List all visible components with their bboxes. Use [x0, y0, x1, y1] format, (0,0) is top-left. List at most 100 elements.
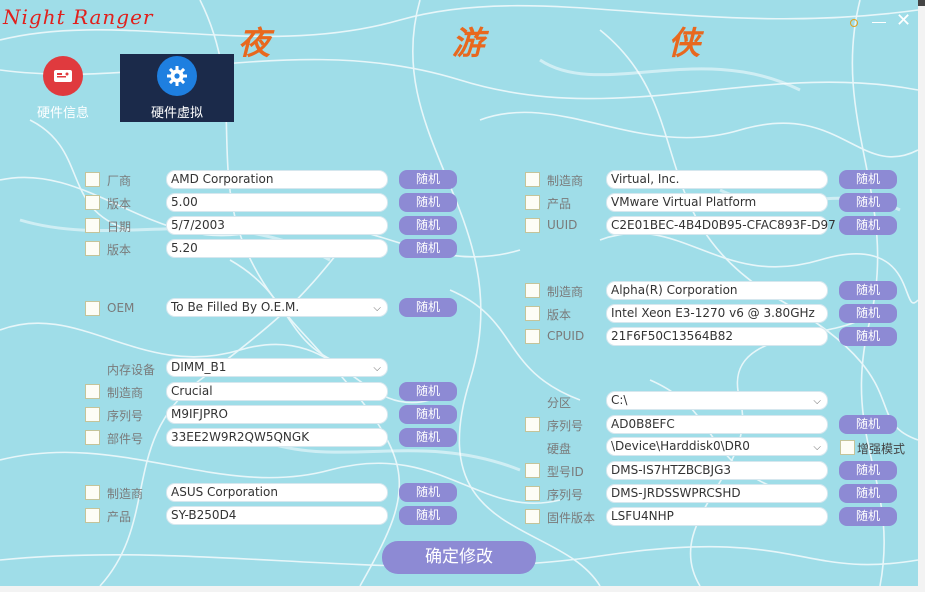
- disk-model-checkbox[interactable]: [525, 463, 540, 478]
- disk-serial2-label: 序列号: [547, 488, 584, 502]
- gear-icon: [157, 56, 197, 96]
- board-product-label: 产品: [107, 510, 132, 524]
- random-button[interactable]: 随机: [839, 327, 897, 346]
- memory-part-checkbox[interactable]: [85, 430, 100, 445]
- random-button[interactable]: 随机: [399, 193, 457, 212]
- minimize-icon[interactable]: [872, 22, 886, 23]
- random-button[interactable]: 随机: [399, 506, 457, 525]
- random-button[interactable]: 随机: [839, 461, 897, 480]
- random-button[interactable]: 随机: [399, 382, 457, 401]
- disk-firmware-checkbox[interactable]: [525, 509, 540, 524]
- disk-serial-label: 序列号: [547, 419, 584, 433]
- system-manufacturer-checkbox[interactable]: [525, 172, 540, 187]
- memory-serial-field[interactable]: M9IFJPRO: [166, 405, 388, 424]
- board-product-field[interactable]: SY-B250D4: [166, 506, 388, 525]
- hdd-value: \Device\Harddisk0\DR0: [611, 439, 750, 453]
- system-manufacturer-label: 制造商: [547, 174, 584, 188]
- bios-version2-field[interactable]: 5.20: [166, 239, 388, 258]
- close-icon[interactable]: ✕: [896, 10, 912, 31]
- random-button[interactable]: 随机: [839, 281, 897, 300]
- cpu-version-label: 版本: [547, 308, 572, 322]
- system-product-checkbox[interactable]: [525, 195, 540, 210]
- cpu-id-label: CPUID: [547, 329, 585, 343]
- random-button[interactable]: 随机: [399, 239, 457, 258]
- tab-hardware-info[interactable]: 硬件信息: [6, 54, 120, 122]
- random-button[interactable]: 随机: [839, 415, 897, 434]
- tab-label: 硬件虚拟: [150, 106, 203, 121]
- memory-device-label: 内存设备: [107, 363, 156, 377]
- disk-serial2-field[interactable]: DMS-JRDSSWPRCSHD: [606, 484, 828, 503]
- partition-select[interactable]: C:\ ⌵: [606, 391, 828, 410]
- cpu-version-field[interactable]: Intel Xeon E3-1270 v6 @ 3.80GHz: [606, 304, 828, 323]
- disk-serial2-checkbox[interactable]: [525, 486, 540, 501]
- system-uuid-field[interactable]: C2E01BEC-4B4D0B95-CFAC893F-D97: [606, 216, 836, 235]
- random-button[interactable]: 随机: [839, 193, 897, 212]
- bios-date-checkbox[interactable]: [85, 218, 100, 233]
- oem-label: OEM: [107, 301, 135, 315]
- system-uuid-checkbox[interactable]: [525, 218, 540, 233]
- partition-value: C:\: [611, 393, 628, 407]
- system-manufacturer-field[interactable]: Virtual, Inc.: [606, 170, 828, 189]
- hdd-label: 硬盘: [547, 442, 572, 456]
- system-product-field[interactable]: VMware Virtual Platform: [606, 193, 828, 212]
- enhance-mode-label: 增强模式: [857, 442, 906, 456]
- random-button[interactable]: 随机: [839, 507, 897, 526]
- title-char-2: 游: [452, 24, 485, 62]
- bios-version2-checkbox[interactable]: [85, 241, 100, 256]
- random-button[interactable]: 随机: [839, 484, 897, 503]
- cpu-manufacturer-checkbox[interactable]: [525, 283, 540, 298]
- random-button[interactable]: 随机: [399, 216, 457, 235]
- partition-label: 分区: [547, 396, 572, 410]
- board-product-checkbox[interactable]: [85, 508, 100, 523]
- cpu-manufacturer-label: 制造商: [547, 285, 584, 299]
- system-product-label: 产品: [547, 197, 572, 211]
- bios-version-label: 版本: [107, 197, 132, 211]
- memory-device-select[interactable]: DIMM_B1 ⌵: [166, 358, 388, 377]
- board-manufacturer-checkbox[interactable]: [85, 485, 100, 500]
- memory-part-field[interactable]: 33EE2W9R2QW5QNGK: [166, 428, 388, 447]
- bios-date-field[interactable]: 5/7/2003: [166, 216, 388, 235]
- bios-version2-label: 版本: [107, 243, 132, 257]
- bios-version-checkbox[interactable]: [85, 195, 100, 210]
- cpu-id-field[interactable]: 21F6F50C13564B82: [606, 327, 828, 346]
- oem-select[interactable]: To Be Filled By O.E.M. ⌵: [166, 298, 388, 317]
- disk-firmware-label: 固件版本: [547, 511, 596, 525]
- disk-firmware-field[interactable]: LSFU4NHP: [606, 507, 828, 526]
- tab-hardware-virtual[interactable]: 硬件虚拟: [120, 54, 234, 122]
- disk-model-label: 型号ID: [547, 465, 584, 479]
- bios-version-field[interactable]: 5.00: [166, 193, 388, 212]
- oem-checkbox[interactable]: [85, 301, 100, 316]
- bios-vendor-checkbox[interactable]: [85, 172, 100, 187]
- random-button[interactable]: 随机: [839, 216, 897, 235]
- confirm-modify-button[interactable]: 确定修改: [382, 541, 536, 574]
- dot-icon[interactable]: [850, 19, 858, 27]
- memory-serial-checkbox[interactable]: [85, 407, 100, 422]
- random-button[interactable]: 随机: [839, 170, 897, 189]
- board-manufacturer-label: 制造商: [107, 487, 144, 501]
- random-button[interactable]: 随机: [399, 405, 457, 424]
- disk-serial-checkbox[interactable]: [525, 417, 540, 432]
- memory-serial-label: 序列号: [107, 409, 144, 423]
- enhance-mode-checkbox[interactable]: [840, 440, 855, 455]
- cpu-manufacturer-field[interactable]: Alpha(R) Corporation: [606, 281, 828, 300]
- tab-label: 硬件信息: [36, 106, 89, 121]
- system-uuid-label: UUID: [547, 218, 578, 232]
- memory-manufacturer-field[interactable]: Crucial: [166, 382, 388, 401]
- random-button[interactable]: 随机: [399, 428, 457, 447]
- chevron-down-icon: ⌵: [373, 363, 381, 374]
- random-button[interactable]: 随机: [399, 483, 457, 502]
- memory-manufacturer-label: 制造商: [107, 386, 144, 400]
- memory-manufacturer-checkbox[interactable]: [85, 384, 100, 399]
- random-button[interactable]: 随机: [839, 304, 897, 323]
- cpu-id-checkbox[interactable]: [525, 329, 540, 344]
- hdd-select[interactable]: \Device\Harddisk0\DR0 ⌵: [606, 437, 828, 456]
- bios-vendor-field[interactable]: AMD Corporation: [166, 170, 388, 189]
- cpu-version-checkbox[interactable]: [525, 306, 540, 321]
- disk-serial-field[interactable]: AD0B8EFC: [606, 415, 828, 434]
- disk-model-field[interactable]: DMS-IS7HTZBCBJG3: [606, 461, 828, 480]
- random-button[interactable]: 随机: [399, 170, 457, 189]
- board-manufacturer-field[interactable]: ASUS Corporation: [166, 483, 388, 502]
- random-button[interactable]: 随机: [399, 298, 457, 317]
- chevron-down-icon: ⌵: [813, 442, 821, 453]
- bios-date-label: 日期: [107, 220, 132, 234]
